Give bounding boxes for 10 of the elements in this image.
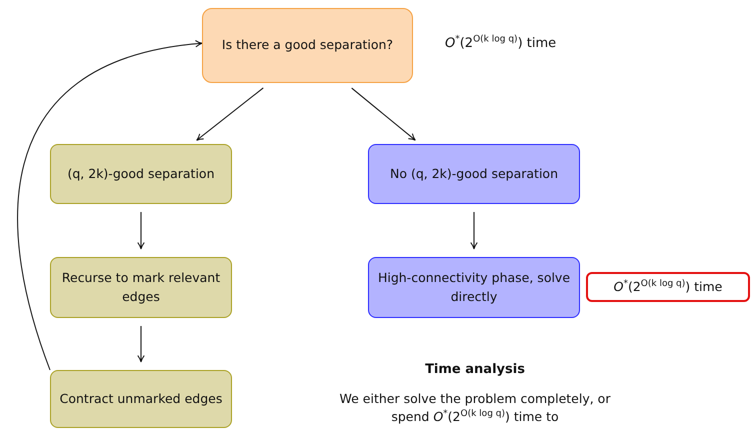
highlight-box: O$^{*}$(2$^{O(k log q)}$) time: [586, 272, 750, 302]
section-heading: Time analysis: [424, 362, 526, 377]
process-box: Is there a good separation?: [202, 8, 413, 83]
process-box: (q, 2k)-good separation: [50, 144, 232, 204]
process-box: Contract unmarked edges: [50, 370, 232, 428]
process-box: No (q, 2k)-good separation: [368, 144, 580, 204]
paragraph: We either solve the problem completely, or spend O$^{*}$(2$^{O(k log q)}$) time to: [338, 390, 612, 425]
process-box: High-connectivity phase, solve directly: [368, 257, 580, 318]
time-annotation: O$^{*}$(2$^{O(k log q)}$) time: [445, 36, 556, 51]
process-box: Recurse to mark relevant edges: [50, 257, 232, 318]
